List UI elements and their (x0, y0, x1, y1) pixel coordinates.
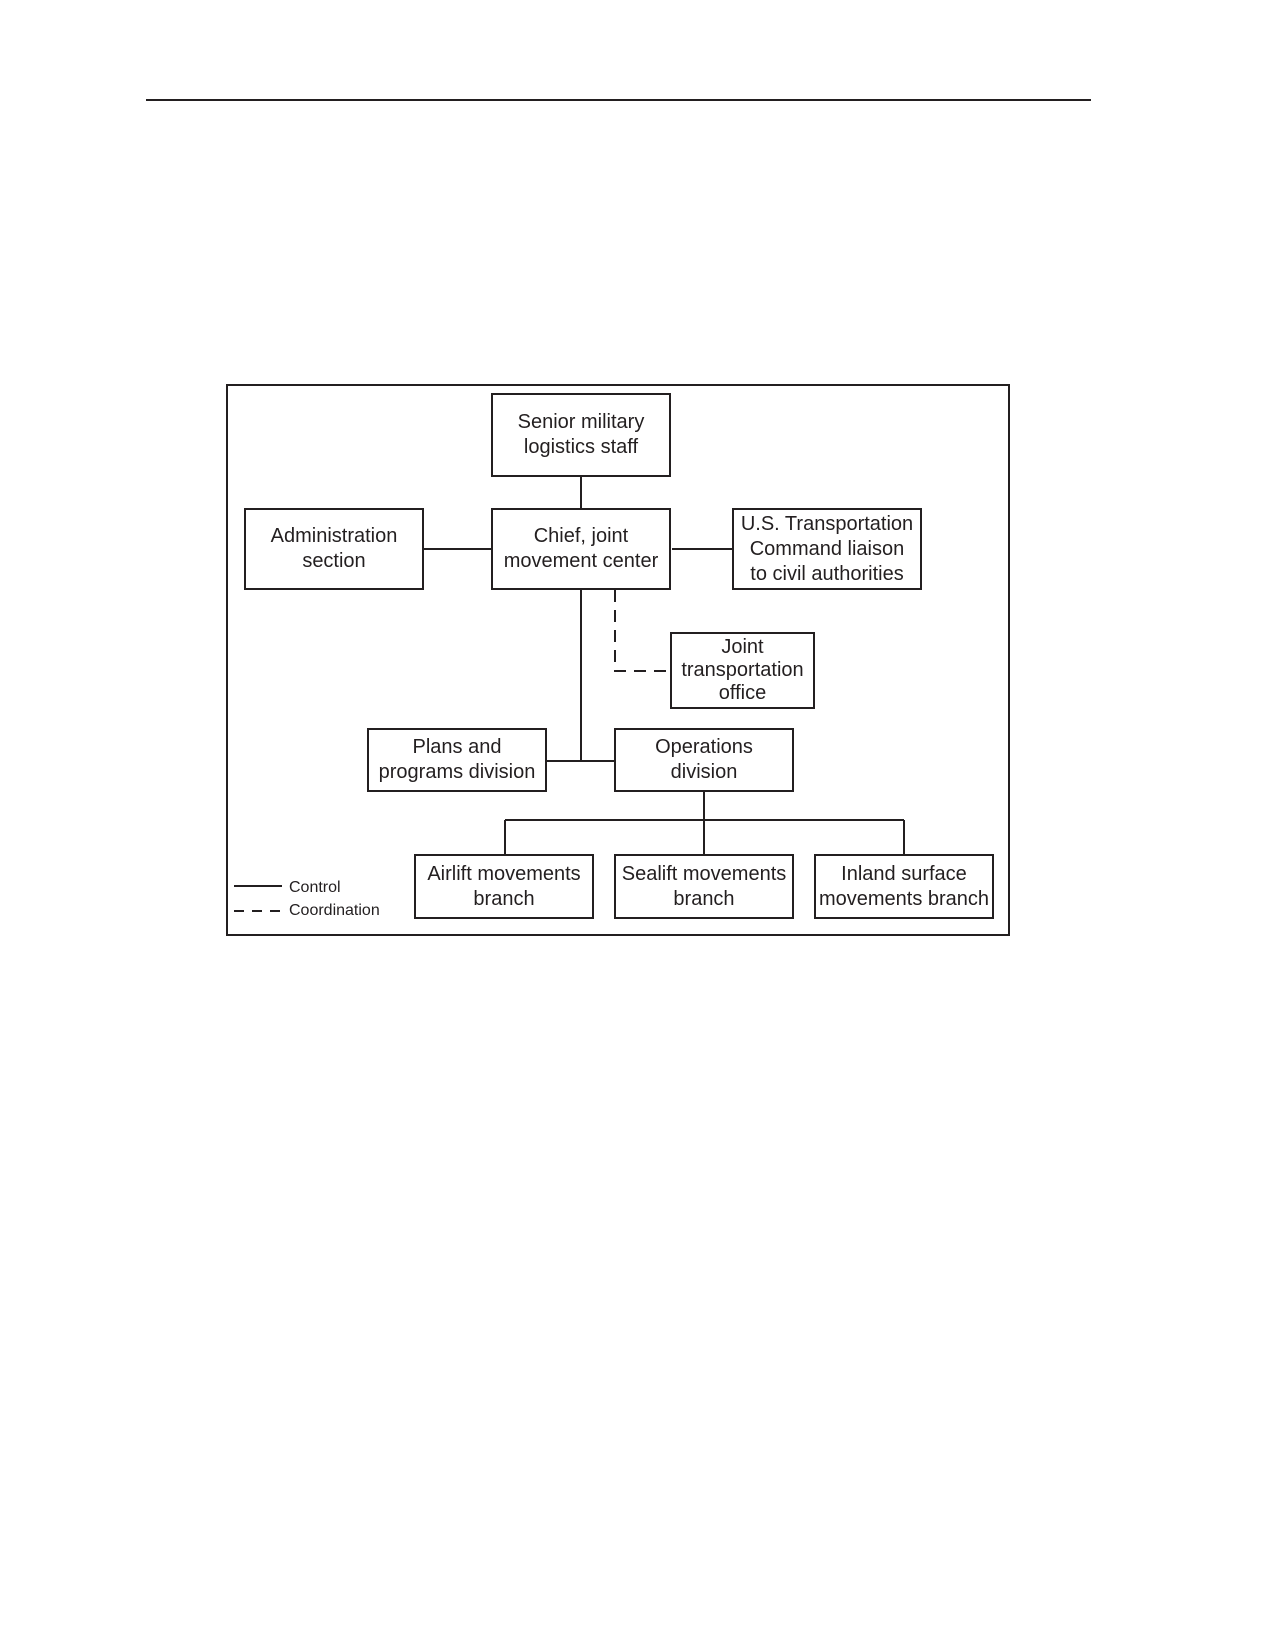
node-joint-transportation-office: Joint transportation office (670, 632, 815, 709)
node-inland-surface-movements-branch: Inland surface movements branch (814, 854, 994, 919)
node-airlift-movements-branch: Airlift movements branch (414, 854, 594, 919)
diagram-frame (226, 384, 1010, 936)
node-operations-division: Operations division (614, 728, 794, 792)
node-label: Plans and programs division (378, 736, 536, 783)
node-sealift-movements-branch: Sealift movements branch (614, 854, 794, 919)
node-administration-section: Administration section (244, 508, 424, 590)
node-ustranscom-liaison: U.S. Transportation Command liaison to c… (732, 508, 922, 590)
node-label: Sealift movements branch (621, 862, 787, 910)
legend-control-label: Control (289, 879, 341, 896)
legend-coordination-label: Coordination (289, 902, 380, 919)
node-label: U.S. Transportation Command liaison to c… (740, 512, 914, 585)
node-label: Administration section (270, 525, 398, 572)
node-label: Joint transportation office (681, 636, 804, 704)
node-plans-and-programs-division: Plans and programs division (367, 728, 547, 792)
node-chief-joint-movement-center: Chief, joint movement center (491, 508, 671, 590)
header-rule (146, 99, 1091, 101)
node-label: Airlift movements branch (427, 862, 581, 910)
node-senior-military-logistics-staff: Senior military logistics staff (491, 393, 671, 477)
node-label: Inland surface movements branch (818, 862, 990, 910)
node-label: Operations division (655, 736, 753, 783)
edge-chief-jto-dashed (614, 590, 666, 672)
node-label: Chief, joint movement center (503, 525, 659, 572)
node-label: Senior military logistics staff (517, 411, 645, 458)
